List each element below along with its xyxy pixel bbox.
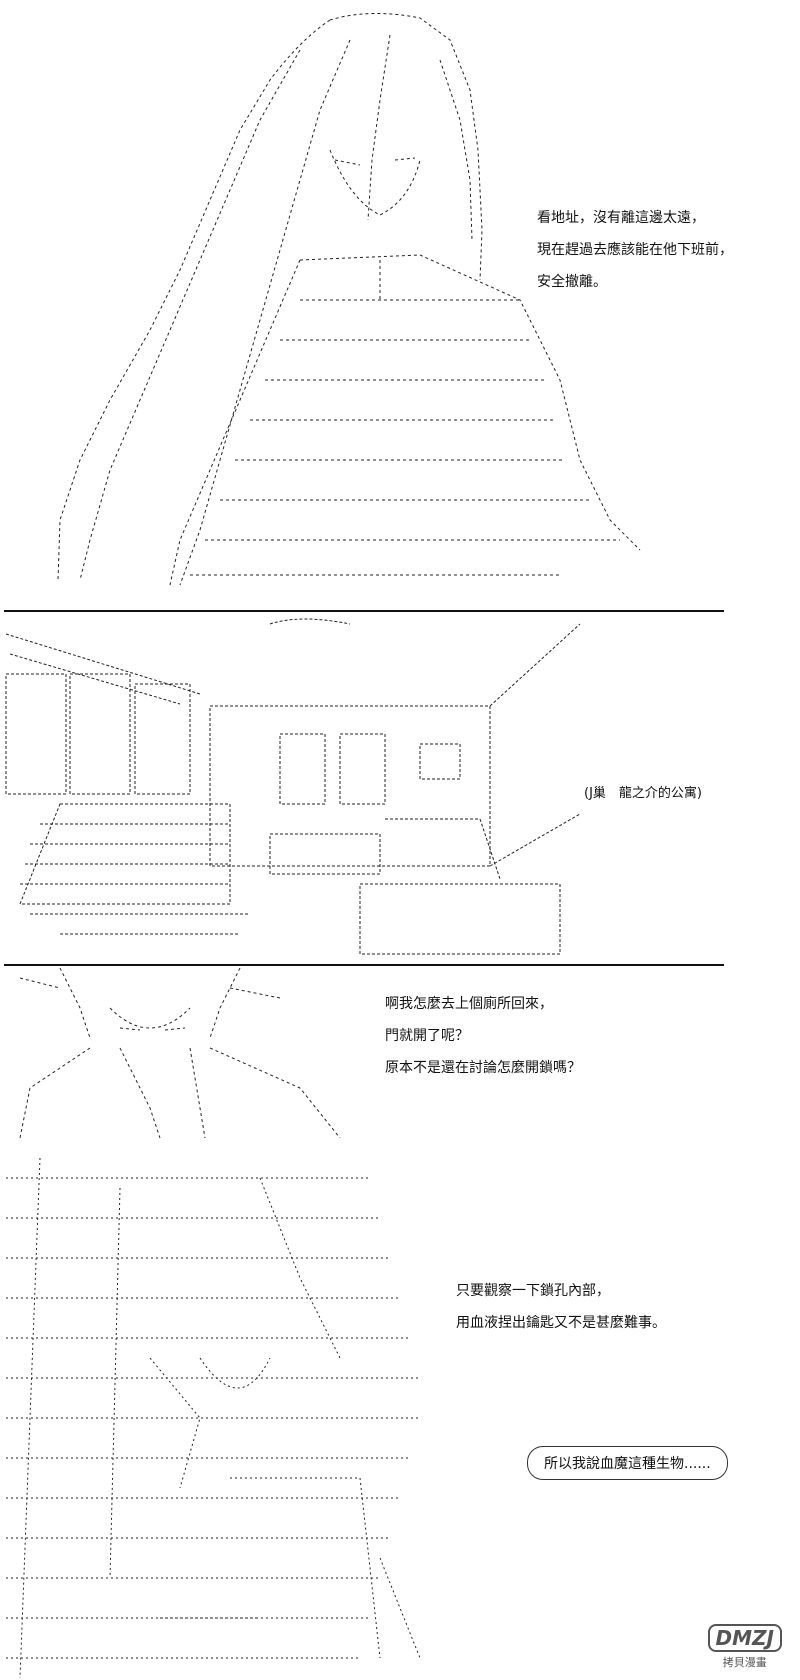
panel-divider [4, 964, 724, 966]
girl-ascii-art [57, 13, 641, 586]
dialogue-block: 只要觀察一下鎖孔內部， 用血液捏出鑰匙又不是甚麼難事。 [456, 1275, 666, 1339]
panel-3: 啊我怎麼去上個廁所回來， 門就開了呢？ 原本不是還在討論怎麼開鎖嗎？ [0, 968, 800, 1158]
dialogue-block: 看地址，沒有離這邊太遠， 現在趕過去應該能在他下班前， 安全撤離。 [537, 202, 733, 298]
panel-2: (J巢 龍之介的公寓) [0, 614, 800, 964]
watermark-logo: DMZJ [707, 1624, 782, 1652]
location-caption: (J巢 龍之介的公寓) [584, 786, 702, 801]
watermark-text: 拷貝漫畫 [722, 1656, 767, 1669]
dialogue-block: 啊我怎麼去上個廁所回來， 門就開了呢？ 原本不是還在討論怎麼開鎖嗎？ [385, 988, 581, 1084]
panel-4: 只要觀察一下鎖孔內部， 用血液捏出鑰匙又不是甚麼難事。 所以我說血魔這種生物..… [0, 1158, 800, 1680]
dialogue-line: 啊我怎麼去上個廁所回來， [385, 996, 553, 1012]
dialogue-line: 門就開了呢？ [385, 1028, 469, 1044]
character-ascii-art [6, 1158, 421, 1679]
panel-1: 看地址，沒有離這邊太遠， 現在趕過去應該能在他下班前， 安全撤離。 [0, 0, 800, 605]
dialogue-line: 只要觀察一下鎖孔內部， [456, 1283, 610, 1299]
dialogue-line: 安全撤離。 [537, 274, 607, 290]
speech-bubble: 所以我說血魔這種生物...... [527, 1446, 728, 1480]
site-watermark: DMZJ 拷貝漫畫 [707, 1624, 782, 1670]
panel-divider [4, 610, 724, 612]
dialogue-line: 原本不是還在討論怎麼開鎖嗎？ [385, 1060, 581, 1076]
dialogue-line: 用血液捏出鑰匙又不是甚麼難事。 [456, 1315, 666, 1331]
dialogue-line: 看地址，沒有離這邊太遠， [537, 210, 705, 226]
apartment-ascii-art [5, 618, 581, 955]
dialogue-line: 現在趕過去應該能在他下班前， [537, 242, 733, 258]
boy-ascii-art [19, 968, 341, 1139]
